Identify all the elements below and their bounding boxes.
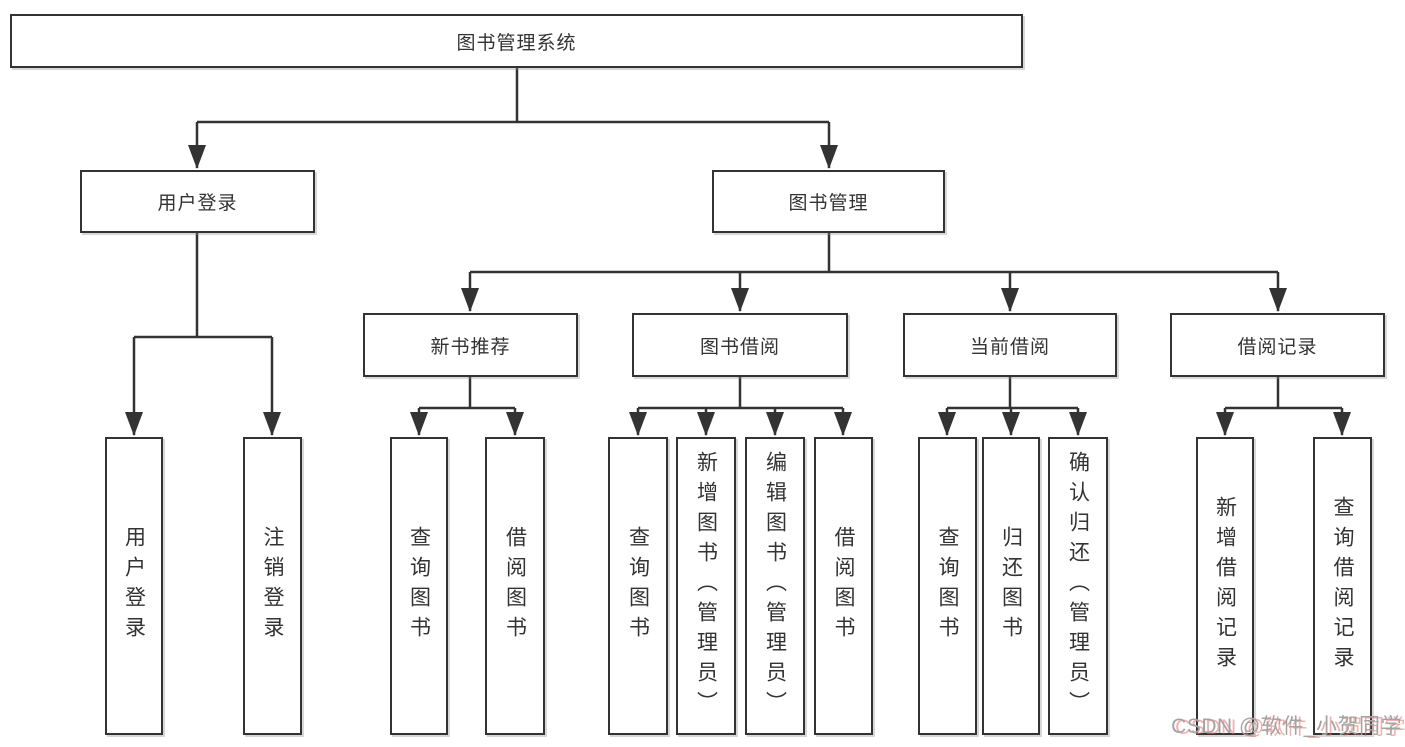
- node-leaf-query-borrow-record: 查询借阅记录: [1313, 437, 1372, 735]
- node-leaf-query-books-2: 查询图书: [608, 437, 668, 735]
- csdn-watermark: CSDN @软件_小贺同学: [1171, 715, 1402, 738]
- node-leaf-user-login: 用户登录: [105, 437, 163, 735]
- node-leaf-add-borrow-record: 新增借阅记录: [1196, 437, 1254, 735]
- node-leaf-return-books: 归还图书: [982, 437, 1040, 735]
- node-leaf-edit-books-admin: 编辑图书（管理员）: [745, 437, 805, 735]
- node-leaf-logout: 注销登录: [243, 437, 302, 735]
- node-leaf-confirm-return-admin: 确认归还（管理员）: [1048, 437, 1108, 735]
- node-new-book-recommend: 新书推荐: [363, 313, 578, 377]
- node-leaf-add-books-admin: 新增图书（管理员）: [676, 437, 736, 735]
- node-root: 图书管理系统: [10, 14, 1023, 68]
- node-book-management: 图书管理: [712, 170, 945, 233]
- node-book-borrow: 图书借阅: [632, 313, 848, 377]
- node-leaf-query-books-1: 查询图书: [390, 437, 448, 735]
- node-leaf-query-books-3: 查询图书: [918, 437, 977, 735]
- node-user-login: 用户登录: [80, 170, 315, 233]
- node-current-borrow: 当前借阅: [903, 313, 1117, 377]
- node-borrow-records: 借阅记录: [1170, 313, 1385, 377]
- node-leaf-borrow-books-2: 借阅图书: [814, 437, 873, 735]
- node-leaf-borrow-books-1: 借阅图书: [485, 437, 545, 735]
